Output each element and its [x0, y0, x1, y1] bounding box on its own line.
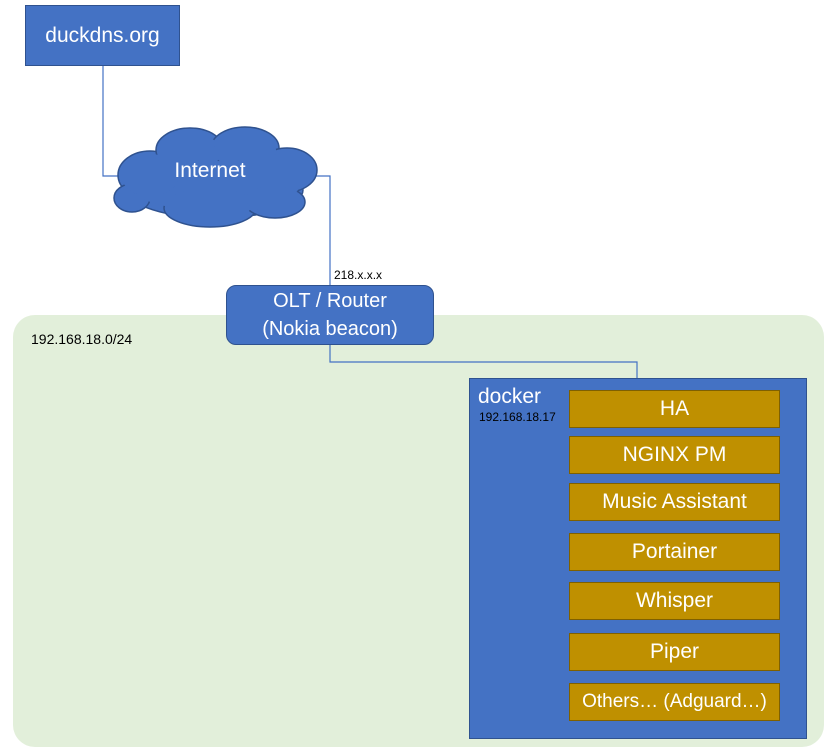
internet-label: Internet	[174, 159, 246, 182]
service-label: Piper	[649, 640, 700, 663]
service-box: HA	[569, 390, 780, 428]
service-box: Music Assistant	[569, 483, 780, 521]
service-label: NGINX PM	[622, 443, 727, 466]
link-router-docker	[329, 345, 638, 378]
router-label-line2: (Nokia beacon)	[262, 318, 398, 340]
link-duckdns-internet	[102, 66, 122, 177]
service-label: HA	[659, 397, 690, 420]
service-label: Whisper	[635, 589, 714, 612]
docker-title: docker	[478, 385, 542, 408]
service-box: Piper	[569, 633, 780, 671]
wan-ip-label: 218.x.x.x	[334, 268, 383, 282]
internet-cloud-icon	[113, 126, 318, 228]
service-box: NGINX PM	[569, 436, 780, 474]
service-label: Music Assistant	[602, 490, 747, 513]
service-box: Whisper	[569, 582, 780, 620]
link-internet-router	[312, 175, 331, 285]
docker-ip-label: 192.168.18.17	[479, 410, 556, 424]
service-label: Portainer	[631, 540, 718, 563]
service-box: Others… (Adguard…)	[569, 683, 780, 721]
router-node: OLT / Router (Nokia beacon)	[226, 285, 434, 345]
service-box: Portainer	[569, 533, 780, 571]
service-label: Others… (Adguard…)	[582, 691, 767, 712]
lan-subnet-label: 192.168.18.0/24	[31, 331, 133, 347]
router-label-line1: OLT / Router	[273, 290, 387, 312]
duckdns-node: duckdns.org	[25, 5, 180, 66]
duckdns-label: duckdns.org	[45, 23, 160, 47]
